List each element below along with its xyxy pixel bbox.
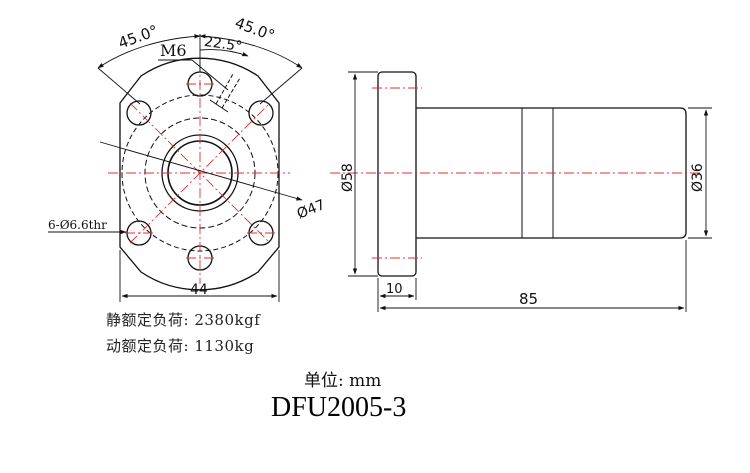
bolt-hole bbox=[126, 100, 152, 126]
front-centerlines bbox=[108, 62, 290, 284]
dynamic-load-rating: 动额定负荷: 1130kg bbox=[106, 337, 255, 355]
side-dimensions bbox=[348, 71, 712, 312]
flange-thickness-label: 10 bbox=[386, 282, 403, 297]
bolt-hole-label: 6-Ø6.6thr bbox=[48, 218, 107, 232]
overall-length-label: 85 bbox=[519, 290, 538, 308]
body-diameter-label: Ø36 bbox=[690, 163, 706, 192]
bolt-circle-label: Ø47 bbox=[295, 197, 328, 223]
unit-label: 单位: mm bbox=[304, 371, 382, 391]
front-dimensions bbox=[48, 34, 303, 302]
flange-diameter-label: Ø58 bbox=[340, 163, 356, 192]
side-centerlines bbox=[330, 87, 700, 259]
side-view bbox=[377, 71, 687, 277]
thread-label: M6 bbox=[160, 41, 187, 60]
bolt-hole bbox=[248, 100, 274, 126]
flange-width-label: 44 bbox=[190, 282, 208, 298]
model-number: DFU2005-3 bbox=[271, 392, 407, 423]
flange-section bbox=[377, 71, 417, 277]
static-load-rating: 静额定负荷: 2380kgf bbox=[106, 311, 261, 329]
angle-small-label: 22.5° bbox=[203, 34, 243, 55]
